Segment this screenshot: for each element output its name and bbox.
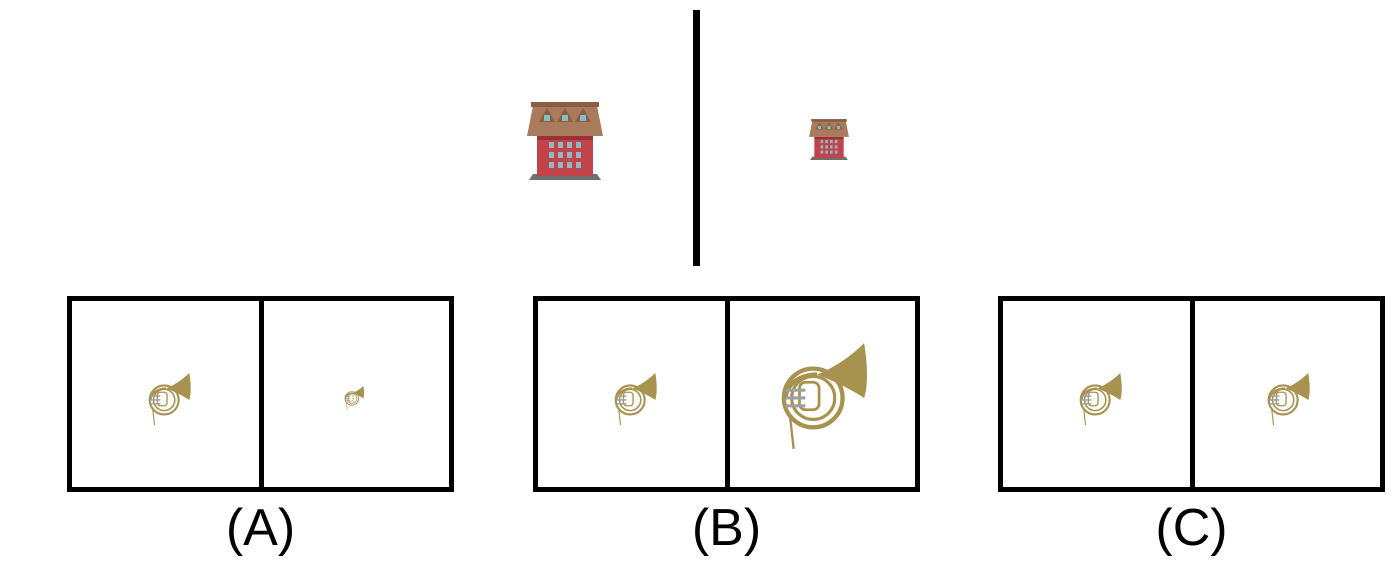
option-a-divider [259, 301, 264, 487]
french-horn-icon [778, 339, 868, 453]
option-a-right-cell [264, 301, 449, 487]
french-horn-icon [1267, 371, 1311, 427]
option-b-panel[interactable] [533, 296, 920, 492]
reference-divider [693, 10, 700, 266]
option-a-label: (A) [225, 499, 296, 557]
option-c-panel[interactable] [998, 296, 1385, 492]
option-b-left-cell [538, 301, 725, 487]
option-c-right-cell [1195, 301, 1380, 487]
french-horn-icon [1079, 371, 1123, 427]
option-b-divider [725, 301, 730, 487]
option-c-divider [1190, 301, 1195, 487]
option-a-left-cell [72, 301, 259, 487]
french-horn-icon [148, 371, 192, 427]
option-c-label: (C) [1155, 499, 1228, 557]
building-icon [527, 102, 603, 180]
option-b-right-cell [730, 301, 915, 487]
option-b-label: (B) [691, 499, 762, 557]
french-horn-icon [344, 385, 365, 411]
french-horn-icon [614, 371, 658, 427]
option-a-panel[interactable] [67, 296, 454, 492]
option-c-left-cell [1003, 301, 1190, 487]
building-icon [809, 119, 849, 160]
